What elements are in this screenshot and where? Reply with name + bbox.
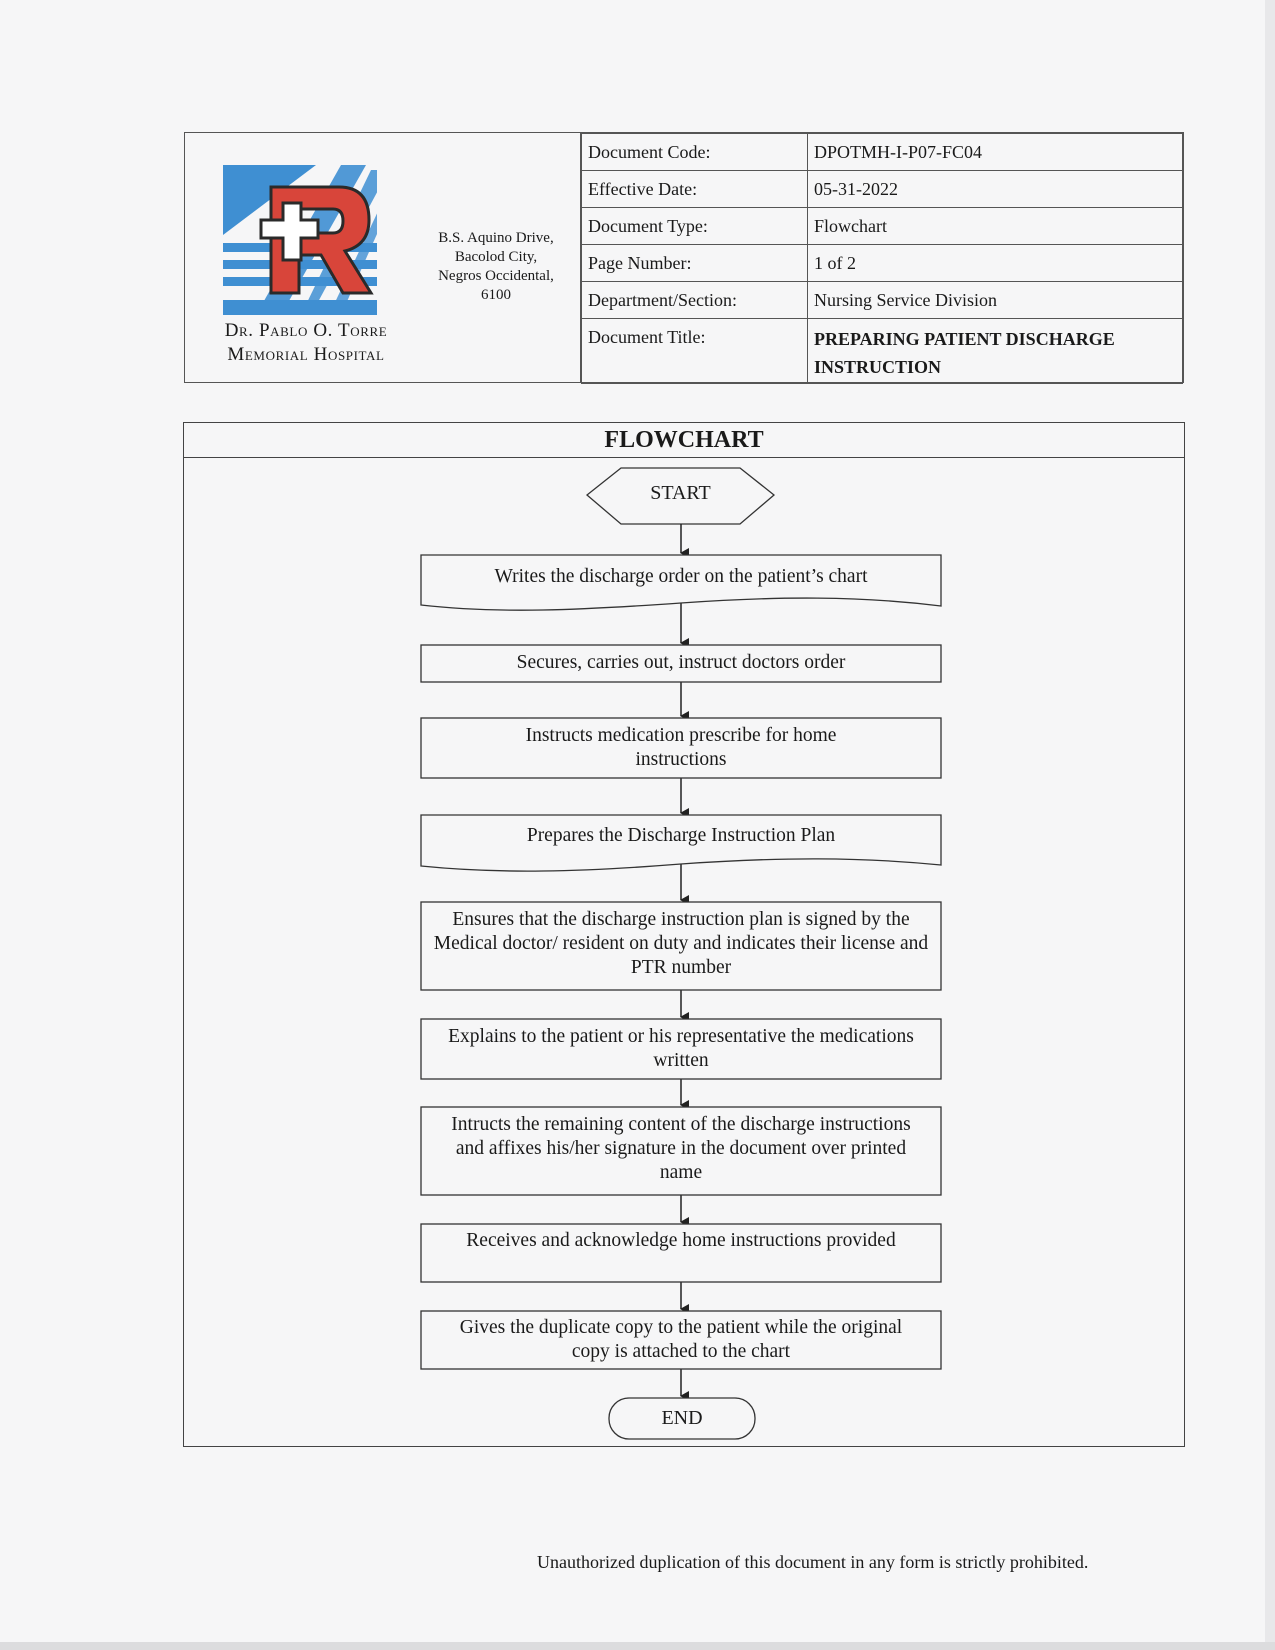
step-9-text: Gives the duplicate copy to the patient … — [459, 1317, 903, 1362]
info-row-date: Effective Date: 05-31-2022 — [581, 170, 1183, 208]
footer-notice: Unauthorized duplication of this documen… — [537, 1552, 1089, 1572]
hospital-name-line2: Memorial Hospital — [227, 344, 385, 365]
info-label: Department/Section: — [581, 281, 808, 319]
info-label: Effective Date: — [581, 170, 808, 208]
address-line1: B.S. Aquino Drive, — [438, 230, 554, 246]
logo-cell: Dr. Pablo O. Torre Memorial Hospital B.S… — [185, 133, 581, 382]
end-label: END — [661, 1407, 703, 1429]
page-edge-bottom — [0, 1642, 1275, 1650]
address-line3: Negros Occidental, — [438, 268, 554, 284]
start-terminal — [585, 467, 776, 525]
flowchart-title: FLOWCHART — [184, 423, 1184, 458]
info-label: Page Number: — [581, 244, 808, 282]
info-value: DPOTMH-I-P07-FC04 — [807, 133, 1183, 171]
end-terminal — [608, 1397, 756, 1440]
info-label: Document Code: — [581, 133, 808, 171]
flowchart-frame: FLOWCHART — [183, 422, 1185, 1447]
step-1-shape — [420, 554, 942, 611]
start-label: START — [650, 482, 711, 504]
info-label: Document Title: — [581, 318, 808, 384]
address-line4: 6100 — [481, 287, 511, 303]
info-value: 1 of 2 — [807, 244, 1183, 282]
step-7-shape — [420, 1106, 942, 1196]
step-6-shape — [420, 1018, 942, 1080]
address-line2: Bacolod City, — [454, 249, 538, 265]
step-5-shape — [420, 901, 942, 991]
info-row-page: Page Number: 1 of 2 — [581, 244, 1183, 282]
info-row-type: Document Type: Flowchart — [581, 207, 1183, 245]
document-title: PREPARING PATIENT DISCHARGE INSTRUCTION — [807, 318, 1183, 384]
info-row-department: Department/Section: Nursing Service Divi… — [581, 281, 1183, 319]
step-4-shape — [420, 814, 942, 872]
step-9-shape — [420, 1310, 942, 1370]
step-7-text: Intructs the remaining content of the di… — [451, 1114, 911, 1183]
hospital-address: B.S. Aquino Drive, Bacolod City, Negros … — [421, 229, 571, 305]
info-value: 05-31-2022 — [807, 170, 1183, 208]
step-2-shape — [420, 644, 942, 683]
step-8-shape — [420, 1223, 942, 1283]
step-1-text: Writes the discharge order on the patien… — [494, 566, 868, 587]
info-value: Flowchart — [807, 207, 1183, 245]
info-row-title: Document Title: PREPARING PATIENT DISCHA… — [581, 318, 1183, 384]
step-4-text: Prepares the Discharge Instruction Plan — [526, 825, 836, 846]
step-2-text: Secures, carries out, instruct doctors o… — [516, 652, 846, 673]
step-3-shape — [420, 717, 942, 779]
info-value: Nursing Service Division — [807, 281, 1183, 319]
step-6-text: Explains to the patient or his represent… — [448, 1026, 914, 1071]
document-header: Dr. Pablo O. Torre Memorial Hospital B.S… — [184, 132, 1184, 384]
hospital-name: Dr. Pablo O. Torre Memorial Hospital — [191, 319, 421, 367]
info-row-code: Document Code: DPOTMH-I-P07-FC04 — [581, 133, 1183, 171]
step-3-text: Instructs medication prescribe for home … — [525, 725, 837, 770]
info-label: Document Type: — [581, 207, 808, 245]
step-8-text: Receives and acknowledge home instructio… — [466, 1230, 896, 1251]
page-edge-right — [1265, 0, 1275, 1650]
hospital-logo-icon — [223, 165, 377, 315]
hospital-name-line1: Dr. Pablo O. Torre — [224, 320, 388, 341]
step-5-text: Ensures that the discharge instruction p… — [433, 909, 929, 978]
document-info-table: Document Code: DPOTMH-I-P07-FC04 Effecti… — [581, 133, 1183, 384]
